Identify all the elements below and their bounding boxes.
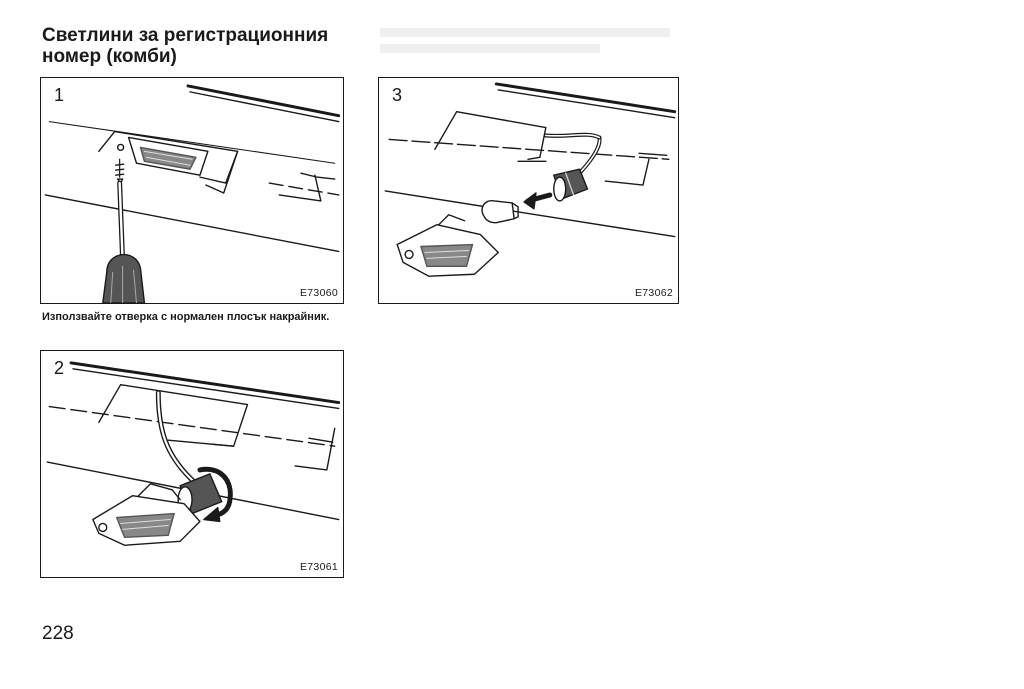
figure-1: 1 E73060 [40,77,344,304]
figure-2: 2 E73061 [40,350,344,578]
lamp-housing-icon [92,483,201,546]
screwdriver-icon [102,158,146,303]
figure-1-caption: Използвайте отверка с нормален плосък на… [42,311,330,323]
figure-1-illustration [44,84,341,303]
bleed-through-text [380,28,670,53]
figure-2-number: 2 [52,358,67,378]
figure-3: 3 E73062 [378,77,679,304]
lamp-housing-icon [127,136,209,176]
page-title-line-2: номер (комби) [42,46,177,67]
page-title: Светлини за регистрационния номер (комби… [42,25,328,67]
figure-2-code: E73061 [298,561,339,573]
page-number: 228 [42,623,74,644]
figure-1-number: 1 [52,85,67,105]
page-title-line-1: Светлини за регистрационния [42,25,329,46]
figure-1-code: E73060 [298,287,339,299]
rotation-arrow-icon [197,466,233,523]
figure-3-illustration [384,82,677,277]
bulb-socket [553,168,589,202]
figure-3-number: 3 [390,85,405,105]
arrow-icon [523,192,553,210]
lamp-housing-icon [396,214,499,277]
figure-3-code: E73062 [633,287,674,299]
bulb-icon [481,200,519,224]
figure-2-illustration [46,361,341,546]
